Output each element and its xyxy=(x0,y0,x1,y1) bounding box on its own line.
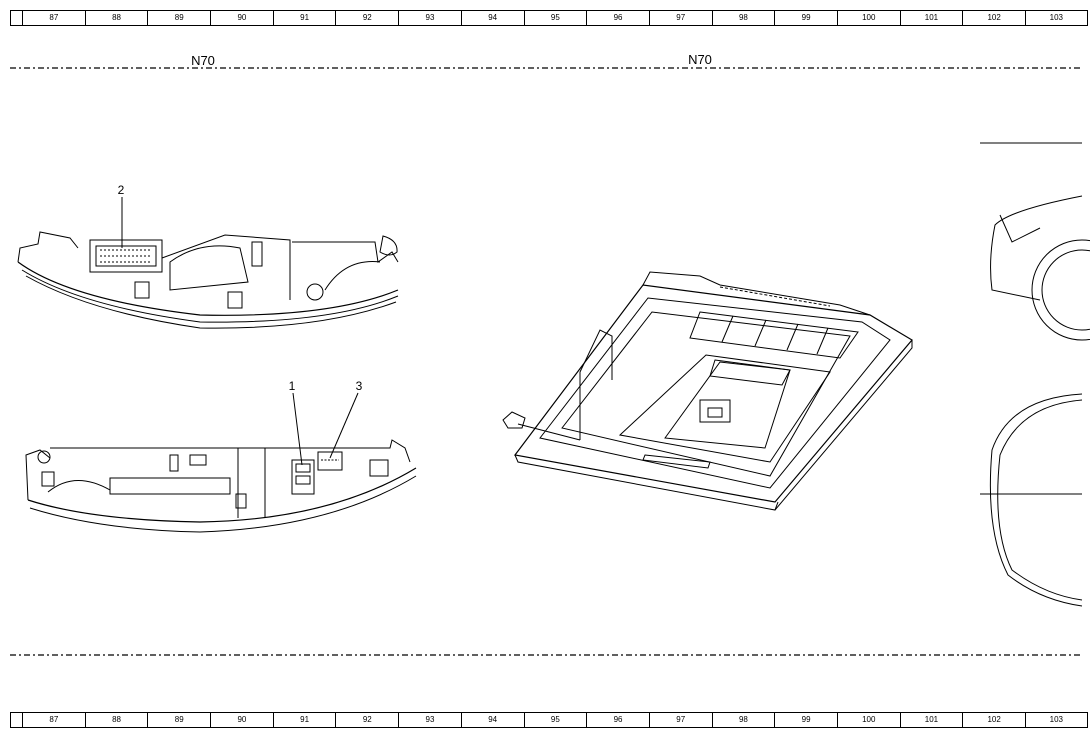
grid-column-label: 93 xyxy=(398,713,461,727)
callout-label: 2 xyxy=(118,183,125,197)
callout-1: 1 xyxy=(289,379,303,466)
module-rear-view-upper xyxy=(17,231,399,329)
grid-column-label: 89 xyxy=(147,11,210,25)
grid-column-label: 95 xyxy=(523,11,587,25)
component-label-right: N70 xyxy=(688,52,712,67)
grid-column-label: 98 xyxy=(711,11,775,25)
grid-column-label: 102 xyxy=(962,11,1025,25)
grid-column-label: 97 xyxy=(648,11,712,25)
grid-column-label: 91 xyxy=(272,713,336,727)
ruler-lead-cell xyxy=(10,713,22,727)
callout-2: 2 xyxy=(118,183,125,248)
grid-column-label: 91 xyxy=(272,11,336,25)
grid-column-label: 95 xyxy=(523,713,587,727)
callout-label: 3 xyxy=(356,379,363,393)
grid-column-label: 87 xyxy=(22,11,85,25)
grid-column-label: 96 xyxy=(586,11,649,25)
grid-column-label: 101 xyxy=(899,11,963,25)
grid-column-label: 92 xyxy=(335,713,398,727)
grid-column-label: 90 xyxy=(210,713,273,727)
grid-column-label: 103 xyxy=(1025,713,1088,727)
grid-column-label: 99 xyxy=(774,11,837,25)
grid-ruler-bottom: 87 88 89 90 91 92 93 94 95 96 97 98 99 1… xyxy=(10,712,1088,728)
component-label-left: N70 xyxy=(191,53,215,68)
grid-column-label: 103 xyxy=(1025,11,1088,25)
vehicle-location-view xyxy=(980,142,1090,607)
grid-column-label: 100 xyxy=(836,713,900,727)
grid-column-label: 93 xyxy=(398,11,461,25)
overhead-control-panel xyxy=(502,271,913,511)
grid-column-label: 87 xyxy=(22,713,85,727)
grid-column-label: 88 xyxy=(84,713,148,727)
module-front-view-lower xyxy=(25,439,417,533)
ruler-lead-cell xyxy=(10,11,22,25)
callout-3: 3 xyxy=(329,379,363,459)
grid-column-label: 94 xyxy=(460,713,524,727)
grid-column-label: 102 xyxy=(962,713,1025,727)
grid-column-label: 98 xyxy=(711,713,775,727)
grid-column-label: 92 xyxy=(335,11,398,25)
grid-ruler-top: 87 88 89 90 91 92 93 94 95 96 97 98 99 1… xyxy=(10,10,1088,26)
grid-column-label: 96 xyxy=(586,713,649,727)
grid-column-label: 89 xyxy=(147,713,210,727)
grid-column-label: 90 xyxy=(210,11,273,25)
callout-label: 1 xyxy=(289,379,296,393)
grid-column-label: 88 xyxy=(84,11,148,25)
grid-column-label: 97 xyxy=(648,713,712,727)
grid-column-label: 101 xyxy=(899,713,963,727)
grid-column-label: 99 xyxy=(774,713,837,727)
grid-column-label: 100 xyxy=(836,11,900,25)
grid-column-label: 94 xyxy=(460,11,524,25)
